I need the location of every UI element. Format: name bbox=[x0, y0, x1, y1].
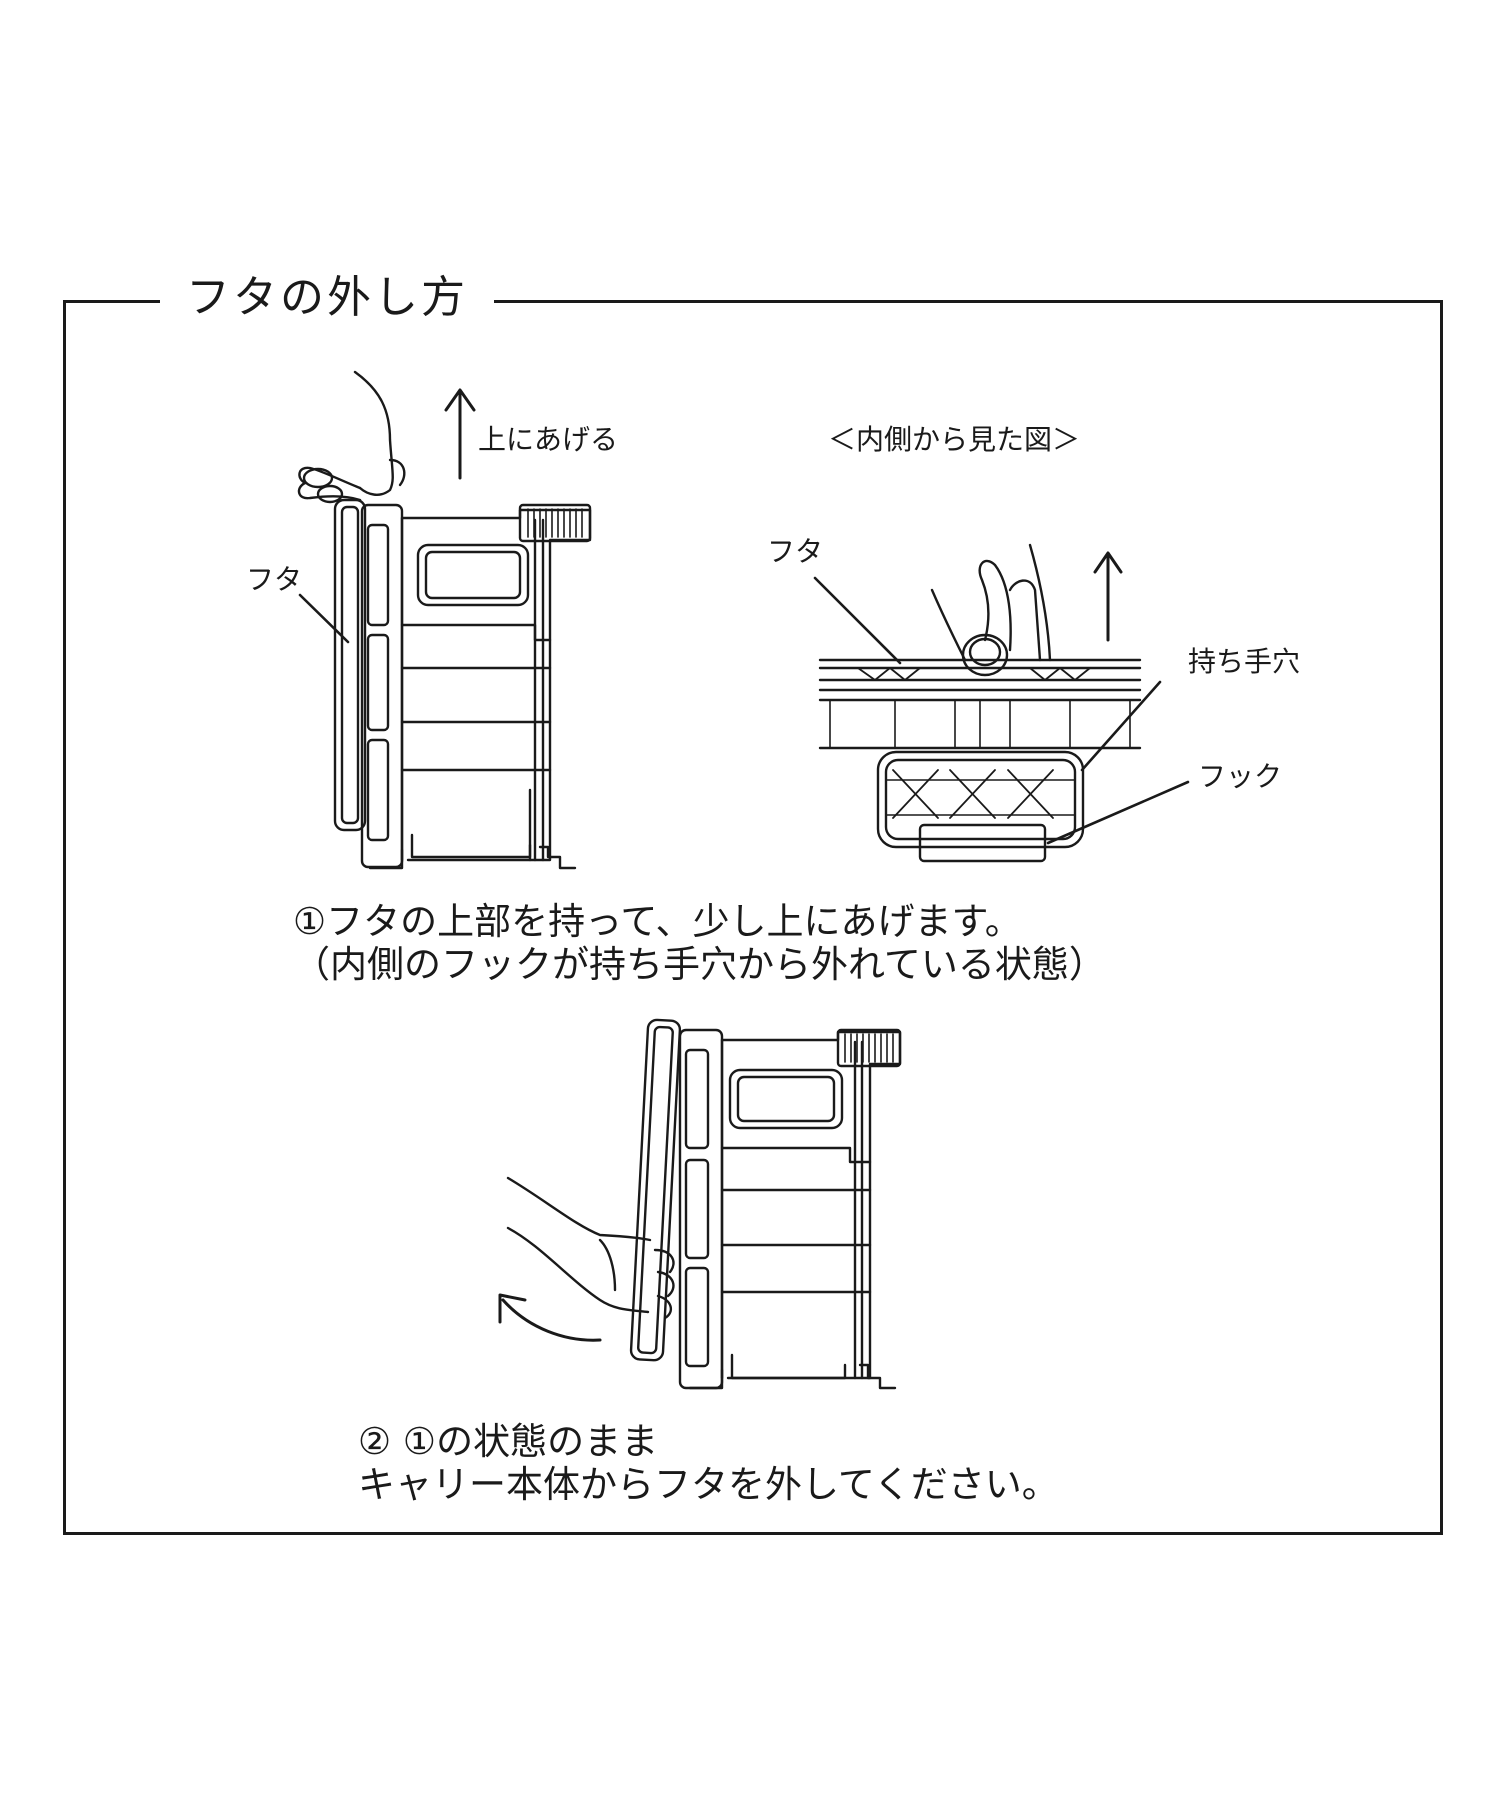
lid-inner-illustration bbox=[820, 660, 1140, 748]
arrow-up-icon bbox=[446, 390, 474, 478]
lid-leader-line bbox=[300, 595, 348, 642]
carrier-side-illustration-1 bbox=[335, 500, 590, 868]
hook-label: フック bbox=[1198, 760, 1283, 793]
inner-view-label: ＜内側から見た図＞ bbox=[828, 423, 1081, 456]
lid-label-left: フタ bbox=[246, 563, 303, 596]
hand-icon bbox=[508, 1178, 674, 1318]
step1-caption-line2: （内側のフックが持ち手穴から外れている状態） bbox=[293, 943, 1106, 986]
lift-label: 上にあげる bbox=[478, 423, 619, 456]
hand-icon bbox=[299, 372, 404, 502]
hand-icon bbox=[932, 545, 1050, 675]
hook-leader-line bbox=[1048, 782, 1188, 843]
step1-caption-line1: ①フタの上部を持って、少し上にあげます。 bbox=[293, 900, 1022, 943]
hook-illustration bbox=[920, 825, 1045, 861]
lid-leader-line bbox=[815, 578, 900, 663]
curved-arrow-left-icon bbox=[500, 1295, 600, 1340]
grip-icon bbox=[838, 1030, 900, 1066]
handle-hole-label: 持ち手穴 bbox=[1188, 645, 1301, 678]
step2-caption-line2: キャリー本体からフタを外してください。 bbox=[358, 1463, 1059, 1506]
step2-caption-line1: ② ①の状態のまま bbox=[358, 1420, 659, 1463]
arrow-up-icon bbox=[1095, 553, 1121, 640]
lid-label-right: フタ bbox=[767, 535, 824, 568]
grip-icon bbox=[520, 505, 590, 541]
carrier-side-illustration-2 bbox=[631, 1019, 900, 1388]
page-title: フタの外し方 bbox=[160, 268, 494, 328]
handle-hole-illustration bbox=[878, 752, 1083, 847]
instruction-frame bbox=[63, 300, 1443, 1535]
handle-leader-line bbox=[1082, 682, 1160, 770]
